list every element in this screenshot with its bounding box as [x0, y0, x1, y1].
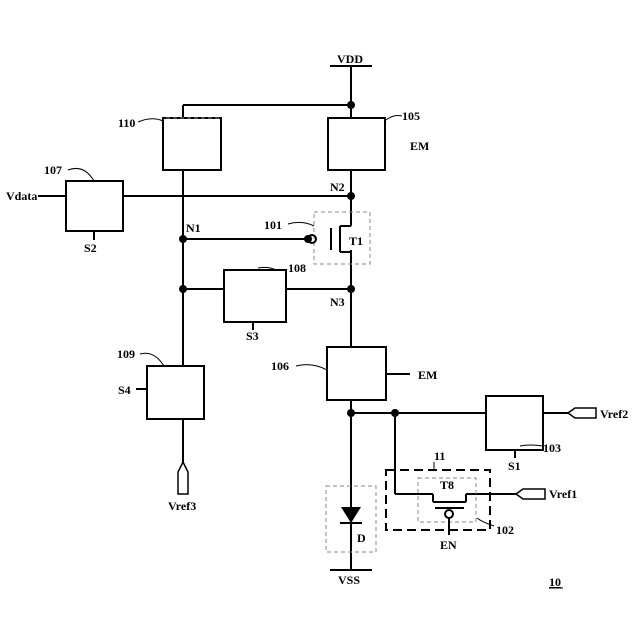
- t1-label: T1: [349, 234, 363, 248]
- vref2-terminal: [568, 408, 596, 418]
- ref-101: 101: [264, 218, 282, 232]
- n1-label: N1: [186, 221, 201, 235]
- s1-label: S1: [508, 459, 521, 473]
- figure-ref: 10: [549, 575, 561, 589]
- block-110: [163, 118, 221, 170]
- block-106: [327, 347, 386, 400]
- n2-label: N2: [330, 180, 345, 194]
- vdata-label: Vdata: [6, 189, 37, 203]
- ref-103: 103: [543, 441, 561, 455]
- s3-label: S3: [246, 329, 259, 343]
- transistor-t8-group: [386, 462, 490, 535]
- t8-label: T8: [440, 478, 454, 492]
- em-105-label: EM: [410, 139, 429, 153]
- en-label: EN: [440, 538, 457, 552]
- vref3-terminal: [178, 462, 188, 494]
- block-107: [66, 181, 123, 231]
- n3-label: N3: [330, 295, 345, 309]
- leader-lines: [68, 116, 543, 527]
- ref-102: 102: [496, 523, 514, 537]
- vref1-terminal: [516, 489, 545, 499]
- ref-107: 107: [44, 163, 62, 177]
- diode-label: D: [357, 531, 366, 545]
- ref-108: 108: [288, 261, 306, 275]
- s2-label: S2: [84, 241, 97, 255]
- ref-105: 105: [402, 109, 420, 123]
- block-105: [328, 118, 385, 170]
- wiring: [38, 66, 568, 570]
- vss-label: VSS: [338, 573, 360, 587]
- block-109: [147, 366, 204, 419]
- s4-label: S4: [118, 383, 131, 397]
- vref3-label: Vref3: [168, 499, 196, 513]
- em-106-label: EM: [418, 368, 437, 382]
- block-103: [486, 396, 543, 450]
- ref-110: 110: [118, 116, 135, 130]
- ref-11: 11: [434, 449, 445, 463]
- block-108: [224, 270, 286, 322]
- vdd-label: VDD: [337, 52, 363, 66]
- ref-109: 109: [117, 347, 135, 361]
- vref1-label: Vref1: [549, 487, 577, 501]
- ref-106: 106: [271, 359, 289, 373]
- vref2-label: Vref2: [600, 407, 628, 421]
